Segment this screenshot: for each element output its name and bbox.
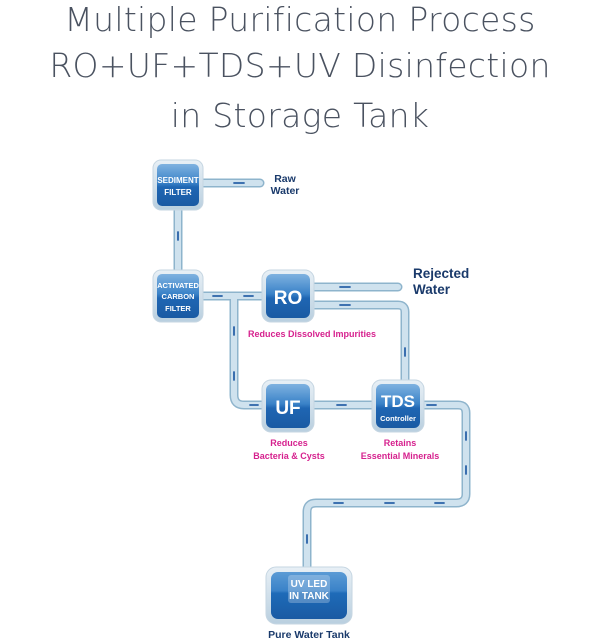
carbon-label-2: CARBON <box>162 292 195 301</box>
tds-note-2: Essential Minerals <box>361 451 440 461</box>
carbon-filter-unit: ACTIVATED CARBON FILTER <box>152 269 204 323</box>
raw-water-label-1: Raw <box>274 173 296 185</box>
ro-note: Reduces Dissolved Impurities <box>248 329 376 339</box>
tds-note-1: Retains <box>384 438 417 448</box>
uf-note-1: Reduces <box>270 438 308 448</box>
title-line-3: in Storage Tank <box>170 96 430 135</box>
uf-label: UF <box>275 398 300 419</box>
title-line-2: RO+UF+TDS+UV Disinfection <box>49 46 551 85</box>
uf-note-2: Bacteria & Cysts <box>253 451 325 461</box>
title-line-1: Multiple Purification Process <box>64 0 536 39</box>
sediment-label-1: SEDIMENT <box>157 176 198 185</box>
pipes <box>173 178 471 575</box>
tank-label-1: UV LED <box>291 579 328 590</box>
tds-controller-unit: TDS Controller <box>371 379 425 433</box>
ro-label: RO <box>274 288 303 309</box>
sediment-filter-unit: SEDIMENT FILTER <box>152 159 204 211</box>
tank-caption: Pure Water Tank <box>268 629 350 641</box>
uf-unit: UF <box>261 379 315 433</box>
pipe-ro-to-tds <box>308 300 410 387</box>
tds-label: TDS <box>381 392 415 411</box>
carbon-label-1: ACTIVATED <box>157 281 199 290</box>
raw-water-label-2: Water <box>271 185 300 197</box>
tank-label-2: IN TANK <box>289 591 330 602</box>
rejected-water-label-1: Rejected <box>413 266 469 281</box>
ro-unit: RO <box>261 269 315 323</box>
uv-led-tank-unit: UV LED IN TANK <box>265 566 353 625</box>
sediment-label-2: FILTER <box>164 188 192 197</box>
flow-arrows <box>177 182 467 544</box>
tds-sublabel: Controller <box>380 414 416 423</box>
carbon-label-3: FILTER <box>165 304 191 313</box>
rejected-water-label-2: Water <box>413 282 451 297</box>
